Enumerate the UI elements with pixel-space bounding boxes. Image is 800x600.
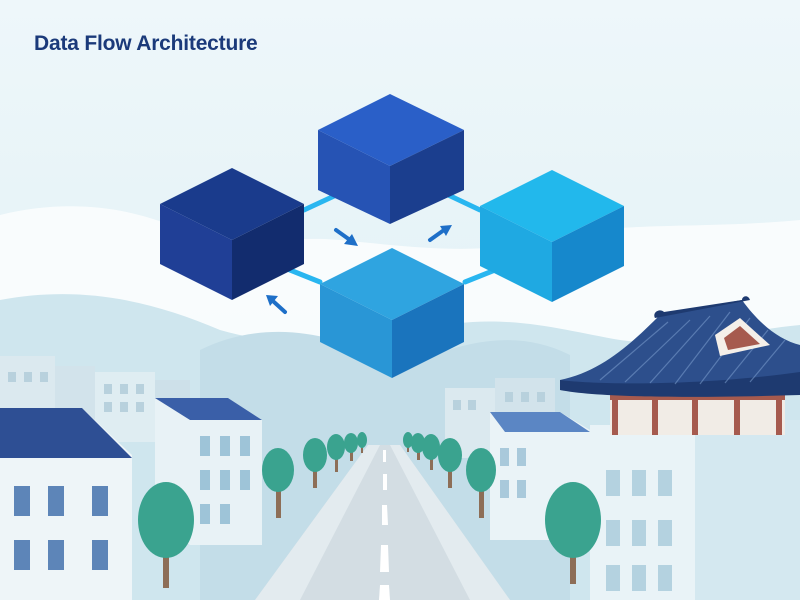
road-icon — [255, 445, 510, 600]
pavilion-ridge — [654, 296, 750, 318]
sidewalk-right — [390, 445, 510, 600]
street-buildings-right — [490, 412, 800, 600]
page-title: Data Flow Architecture — [34, 32, 258, 55]
pavilion-gable-trim — [724, 326, 760, 350]
cube-right-face — [392, 284, 464, 378]
cube-left-face — [320, 284, 392, 378]
node-right — [480, 170, 624, 302]
street-tree-icon — [466, 448, 496, 518]
cube-top-face — [318, 94, 464, 166]
cube-left-face — [160, 204, 232, 300]
street-tree-icon — [403, 432, 413, 452]
street-tree-icon — [357, 432, 367, 453]
trees-right — [403, 432, 601, 584]
street-tree-icon — [262, 448, 294, 518]
trees-left — [138, 432, 367, 588]
arrow-up-left-icon — [266, 295, 287, 314]
building-roof — [490, 412, 590, 432]
building-icon — [695, 420, 800, 600]
cube-right-face — [552, 206, 624, 302]
street-buildings-left — [0, 398, 262, 600]
cube-right-face — [390, 130, 464, 224]
cube-left-face — [318, 130, 390, 224]
building-roof — [155, 398, 262, 420]
pavilion-roof-edge — [560, 372, 800, 397]
cube-left-face — [480, 206, 552, 302]
arrow-up-right-icon — [428, 225, 452, 242]
street-tree-icon — [327, 434, 345, 472]
street-tree-icon — [545, 482, 601, 584]
street-tree-icon — [411, 433, 425, 460]
street-tree-icon — [138, 482, 194, 588]
street-tree-icon — [422, 434, 440, 470]
node-bottom — [320, 248, 464, 378]
street-tree-icon — [344, 433, 358, 461]
node-top — [318, 94, 464, 224]
sidewalk-left — [255, 445, 380, 600]
building-roof — [0, 408, 132, 458]
street-tree-icon — [303, 438, 327, 488]
arrow-down-right-icon — [334, 228, 358, 246]
pavilion-icon — [560, 296, 800, 435]
cube-right-face — [232, 204, 304, 300]
node-left — [160, 168, 304, 300]
street-tree-icon — [438, 438, 462, 488]
